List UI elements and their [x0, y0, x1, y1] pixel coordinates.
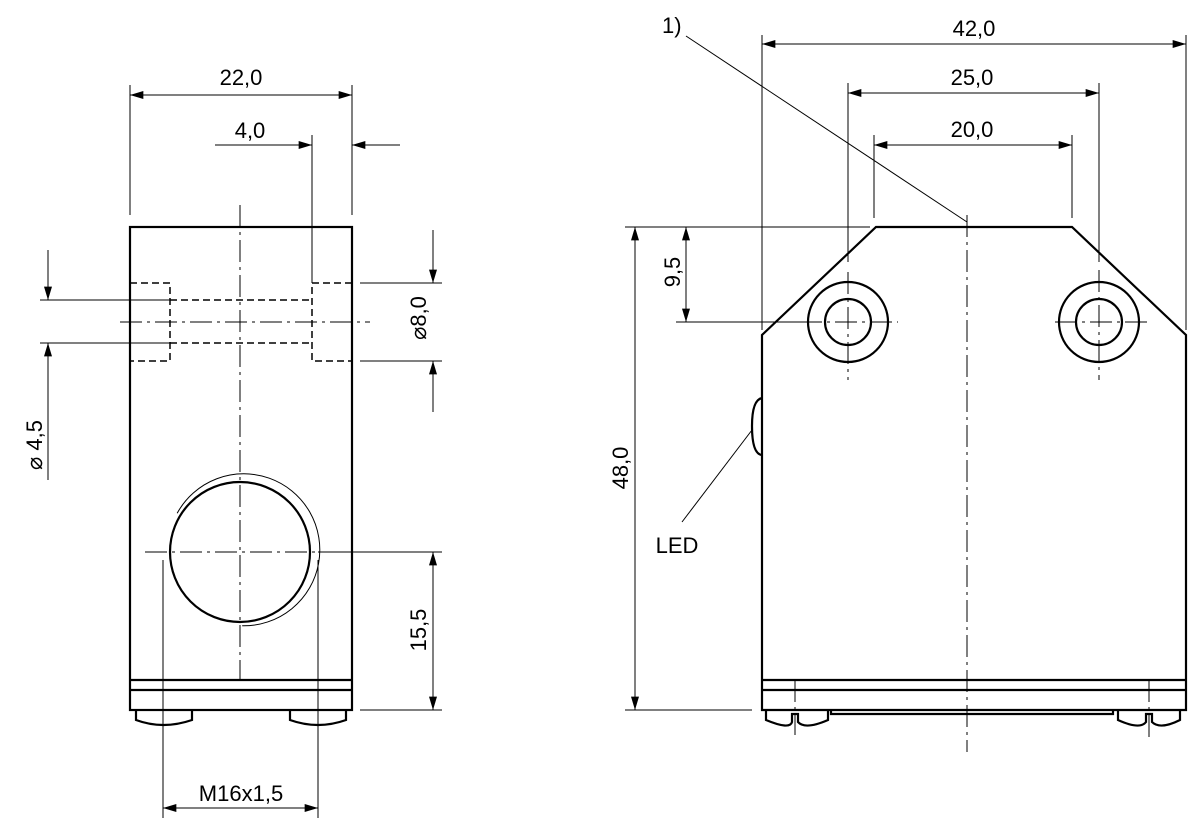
note-marker: 1) [662, 13, 682, 38]
dim-offset-label: 4,0 [235, 118, 266, 143]
led-label: LED [656, 533, 699, 558]
mounting-hole-left [800, 272, 898, 380]
left-foot [134, 710, 194, 727]
right-foot [1116, 710, 1182, 727]
dim-hole-spacing-inner-label: 20,0 [951, 117, 994, 142]
thread-hole [168, 480, 312, 624]
left-foot [764, 710, 830, 727]
dim-thread-height-label: 15,5 [406, 609, 431, 652]
bottom-strip [829, 710, 1115, 716]
dim-height-label: 48,0 [608, 447, 633, 490]
led [750, 396, 763, 457]
right-view: 42,0 25,0 20,0 1) 9,5 48,0 LED [608, 13, 1188, 752]
left-view: 22,0 4,0 ⌀ 4,5 ⌀8,0 15,5 M16x1,5 [22, 65, 442, 818]
right-body-outline [760, 225, 1188, 712]
dim-hole-height-label: 9,5 [660, 257, 685, 288]
dim-width-label: 22,0 [220, 65, 263, 90]
dim-bore-small-label: ⌀ 4,5 [22, 420, 47, 470]
dim-hole-spacing-outer-label: 25,0 [951, 65, 994, 90]
left-body-outline [128, 225, 354, 712]
dim-thread-label: M16x1,5 [199, 781, 283, 806]
mounting-hole-right [1055, 270, 1150, 380]
dim-bore-large-label: ⌀8,0 [406, 296, 431, 340]
dim-width-label: 42,0 [953, 16, 996, 41]
hidden-bore-small [170, 299, 312, 344]
